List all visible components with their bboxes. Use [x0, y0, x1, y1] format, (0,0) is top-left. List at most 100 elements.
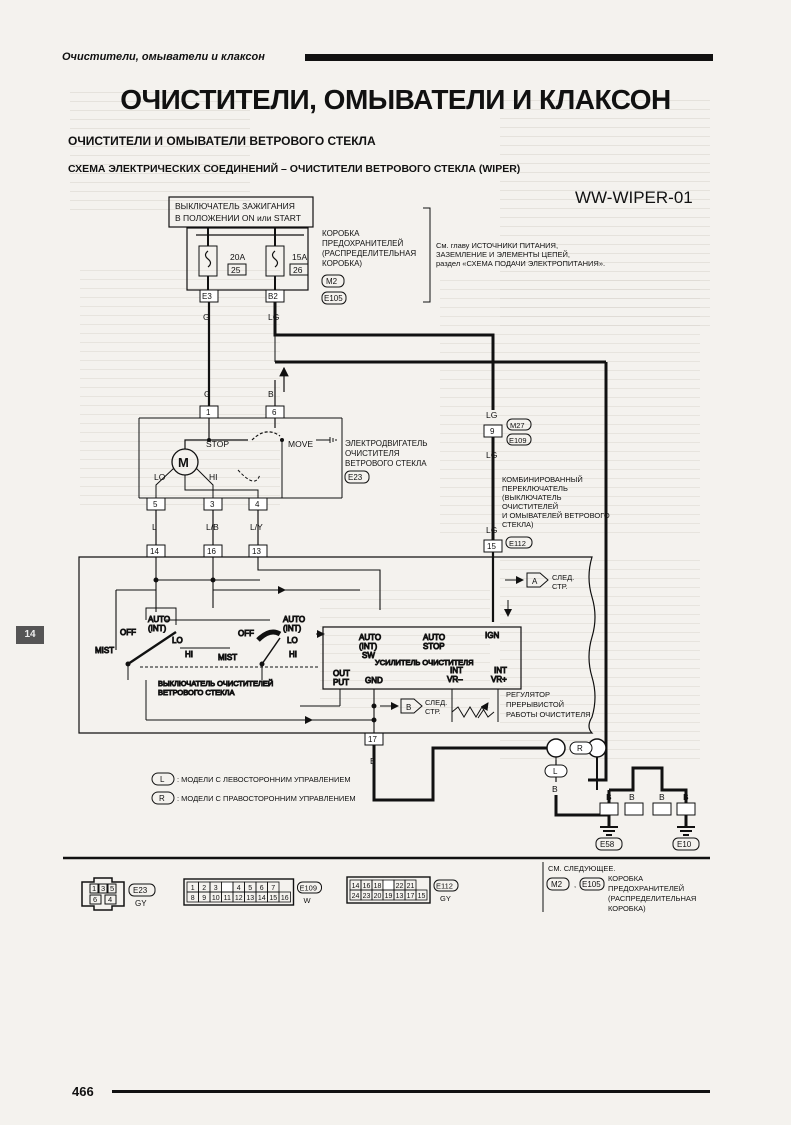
svg-text:См. главу ИСТОЧНИКИ ПИТАНИЯ,: См. главу ИСТОЧНИКИ ПИТАНИЯ,	[436, 241, 558, 250]
svg-text:AUTO: AUTO	[148, 615, 170, 624]
svg-text:ПРЕДОХРАНИТЕЛЕЙ: ПРЕДОХРАНИТЕЛЕЙ	[608, 884, 684, 893]
combo-switch-body: AUTO (INT) OFF LO MIST HI AUTO (INT) OFF…	[78, 552, 596, 734]
svg-text:STOP: STOP	[206, 439, 229, 449]
connector-pin	[221, 881, 234, 893]
svg-text:LO: LO	[154, 472, 166, 482]
svg-text:ВЕТРОВОГО СТЕКЛА: ВЕТРОВОГО СТЕКЛА	[345, 459, 427, 468]
svg-text:E109: E109	[509, 436, 527, 445]
ignition-switch: ВЫКЛЮЧАТЕЛЬ ЗАЖИГАНИЯ В ПОЛОЖЕНИИ ON или…	[168, 196, 314, 228]
connector-pin-number: 9	[202, 895, 206, 902]
svg-text:L/B: L/B	[206, 522, 219, 532]
svg-text:B: B	[659, 792, 665, 802]
svg-text:25: 25	[231, 265, 241, 275]
svg-text:LG: LG	[486, 410, 497, 420]
svg-text:HI: HI	[185, 650, 193, 659]
connector-pin-number: 18	[374, 883, 382, 890]
svg-text:КОРОБКА: КОРОБКА	[608, 874, 643, 883]
svg-text:ОЧИСТИТЕЛЯ: ОЧИСТИТЕЛЯ	[345, 449, 400, 458]
svg-text:ВЕТРОВОГО СТЕКЛА: ВЕТРОВОГО СТЕКЛА	[158, 688, 234, 697]
svg-text:AUTO: AUTO	[283, 615, 305, 624]
svg-text:РЕГУЛЯТОР: РЕГУЛЯТОР	[506, 690, 550, 699]
svg-text:6: 6	[272, 408, 277, 417]
connector-pin-number: 14	[352, 883, 360, 890]
svg-text:L/Y: L/Y	[250, 522, 263, 532]
connector-ref-badge	[297, 881, 322, 894]
svg-text:3: 3	[101, 884, 105, 893]
regulator-label: РЕГУЛЯТОР ПРЕРЫВИСТОЙ РАБОТЫ ОЧИСТИТЕЛЯ	[506, 690, 591, 719]
connector-pin-number: 24	[352, 893, 360, 900]
svg-text:MIST: MIST	[218, 653, 237, 662]
svg-text:E105: E105	[324, 294, 343, 303]
svg-text:ПРЕРЫВИСТОЙ: ПРЕРЫВИСТОЙ	[506, 700, 564, 709]
svg-text:OFF: OFF	[120, 628, 136, 637]
svg-text:LO: LO	[287, 636, 298, 645]
connector-pin-number: 5	[248, 885, 252, 892]
svg-text:B2: B2	[268, 292, 278, 301]
bleed-through-text	[440, 280, 700, 540]
svg-text:ПРЕДОХРАНИТЕЛЕЙ: ПРЕДОХРАНИТЕЛЕЙ	[322, 239, 404, 248]
see-also: СМ. СЛЕДУЮЩЕЕ. M2 E105 , КОРОБКА ПРЕДОХР…	[546, 864, 696, 913]
svg-text:M27: M27	[510, 421, 525, 430]
connector-pin-number: 11	[224, 895, 231, 902]
svg-text:E112: E112	[509, 539, 526, 548]
chapter-tab: 14	[16, 626, 44, 644]
svg-text:MOVE: MOVE	[288, 439, 313, 449]
connector-pin-number: 20	[374, 893, 382, 900]
svg-text:В ПОЛОЖЕНИИ ON или START: В ПОЛОЖЕНИИ ON или START	[175, 213, 301, 223]
svg-text:(INT): (INT)	[359, 642, 378, 651]
section-header-label: Очистители, омыватели и клаксон	[62, 51, 265, 63]
combo-switch-connectors: 9 M27 E109 15 E112 14 16 13 17	[146, 418, 533, 746]
fuse-box-label: КОРОБКА ПРЕДОХРАНИТЕЛЕЙ (РАСПРЕДЕЛИТЕЛЬН…	[321, 207, 431, 305]
svg-text:3: 3	[210, 500, 215, 509]
svg-text:E58: E58	[600, 840, 615, 849]
connector-pin	[382, 879, 395, 891]
ground-icon	[600, 826, 618, 836]
connector-color: GY	[440, 894, 451, 903]
svg-text:INT: INT	[450, 666, 463, 675]
svg-text:GY: GY	[135, 899, 147, 908]
svg-text:14: 14	[150, 547, 159, 556]
svg-text:L: L	[152, 522, 157, 532]
connector-pin-number: 1	[191, 885, 195, 892]
svg-text:GND: GND	[365, 676, 383, 685]
svg-text:LG: LG	[486, 450, 497, 460]
svg-text:R: R	[577, 744, 583, 753]
svg-text:B: B	[406, 703, 411, 712]
svg-text:ОЧИСТИТЕЛЕЙ: ОЧИСТИТЕЛЕЙ	[502, 502, 558, 511]
svg-text:M2: M2	[326, 277, 338, 286]
svg-text:LG: LG	[486, 525, 497, 535]
connector-ref: E109	[300, 884, 318, 893]
svg-text:1: 1	[92, 884, 96, 893]
schema-title: СХЕМА ЭЛЕКТРИЧЕСКИХ СОЕДИНЕНИЙ – ОЧИСТИТ…	[68, 163, 521, 175]
connector-pin-number: 3	[214, 885, 218, 892]
svg-text:R: R	[159, 794, 165, 803]
connector-pin-number: 16	[281, 895, 289, 902]
svg-text:E23: E23	[348, 473, 363, 482]
svg-text:ЗАЗЕМЛЕНИЕ И ЭЛЕМЕНТЫ ЦЕПЕЙ,: ЗАЗЕМЛЕНИЕ И ЭЛЕМЕНТЫ ЦЕПЕЙ,	[436, 250, 570, 259]
fuse-15a: 15A	[292, 252, 307, 262]
footer-rule	[112, 1090, 710, 1093]
svg-text:L: L	[160, 775, 165, 784]
connector-pin-number: 8	[191, 895, 195, 902]
bleed-through-text	[500, 560, 700, 760]
svg-text:B: B	[370, 756, 376, 766]
connector-pin-number: 15	[418, 893, 426, 900]
connector-ref: E112	[436, 882, 453, 891]
svg-text:9: 9	[490, 427, 495, 436]
connector-pin	[278, 891, 291, 903]
connector-pin	[415, 889, 428, 901]
svg-text:17: 17	[368, 735, 377, 744]
svg-text:E23: E23	[133, 886, 148, 895]
svg-text:КОРОБКА): КОРОБКА)	[608, 904, 646, 913]
wire-labels: G LG G B LG LG LG L L/B L/Y B B B B B B	[152, 312, 689, 802]
connector-pin-number: 2	[202, 885, 206, 892]
svg-text:B: B	[683, 792, 689, 802]
svg-text:(ВЫКЛЮЧАТЕЛЬ: (ВЫКЛЮЧАТЕЛЬ	[502, 493, 562, 502]
svg-text:SW: SW	[362, 651, 375, 660]
svg-text:4: 4	[108, 895, 112, 904]
svg-text:СТЕКЛА): СТЕКЛА)	[502, 520, 534, 529]
svg-text:раздел «СХЕМА ПОДАЧИ ЭЛЕКТРОПИ: раздел «СХЕМА ПОДАЧИ ЭЛЕКТРОПИТАНИЯ».	[436, 259, 605, 268]
